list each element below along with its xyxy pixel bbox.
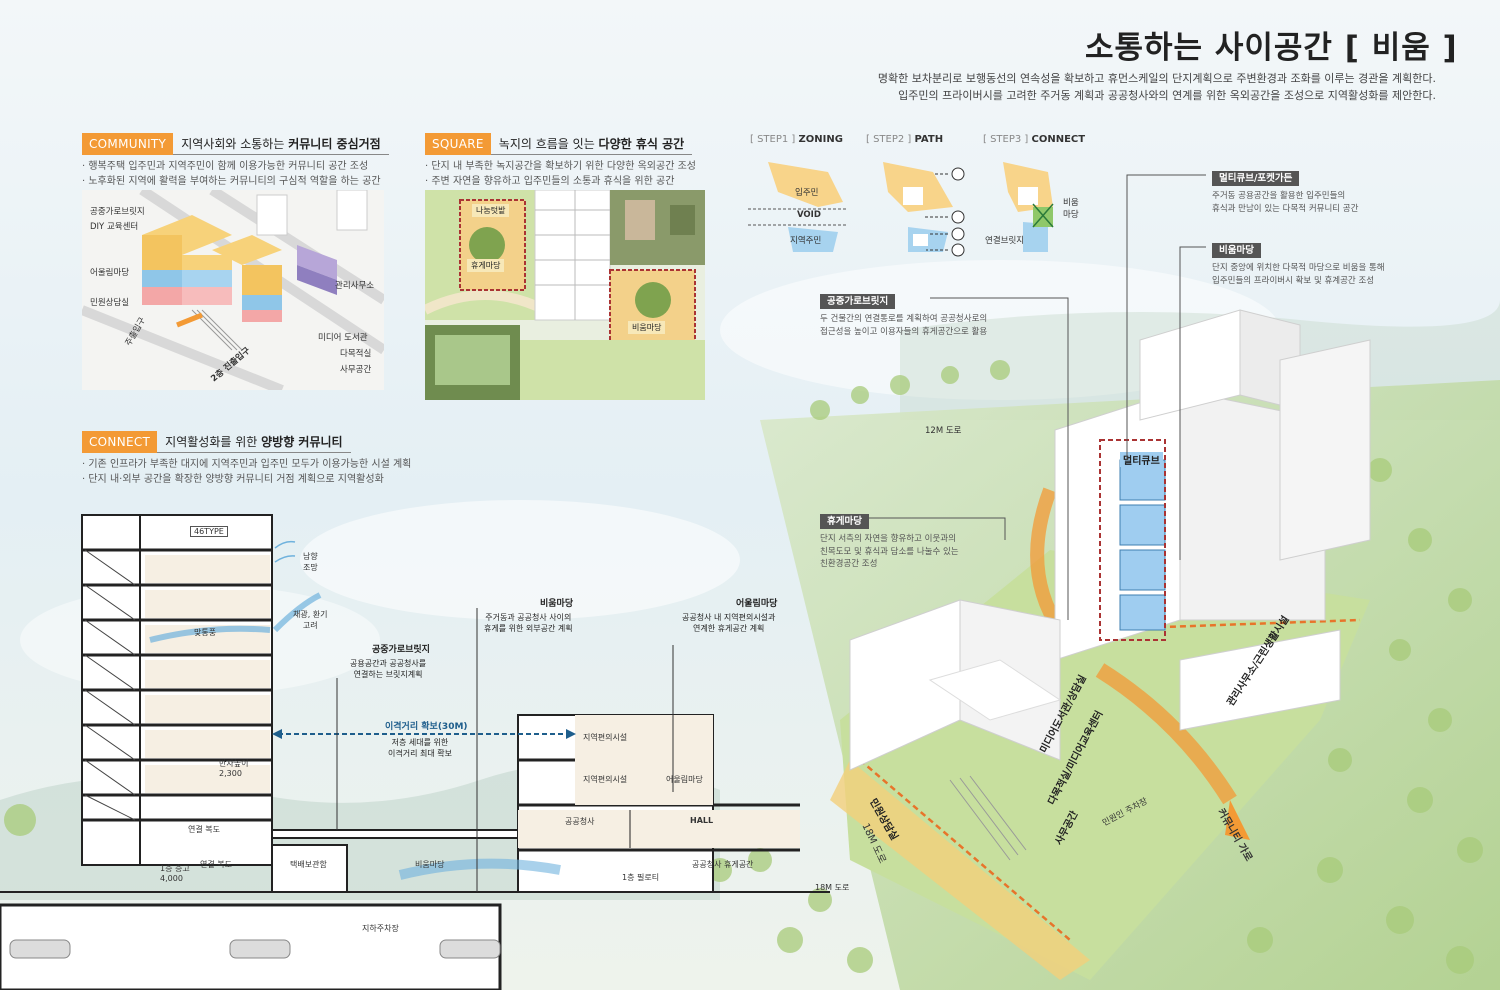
cross-vent-label: 맞통풍 [194, 628, 217, 637]
callout-bridge-head: 공중가로브릿지 [820, 294, 896, 309]
section-eoulim-head: 어울림마당 [736, 599, 778, 609]
label-minwon: 민원상담실 [90, 298, 130, 308]
callout-bium-head: 비움마당 [1212, 243, 1261, 258]
step-label-bridge: 연결브릿지 [985, 236, 1025, 246]
connect-panel: CONNECT 지역활성화를 위한 양방향 커뮤니티 기존 인프라가 부족한 대… [82, 431, 411, 487]
community-bullets: 행복주택 입주민과 지역주민이 함께 이용가능한 커뮤니티 공간 조성 노후화된… [82, 159, 389, 189]
label-garden: 나눔텃밭 [472, 204, 510, 217]
multicube-tag: 멀티큐브 [1120, 452, 1163, 467]
section-drawing [0, 514, 830, 990]
community-header: COMMUNITY 지역사회와 소통하는 커뮤니티 중심거점 [82, 133, 389, 155]
connect-bullet: 단지 내·외부 공간을 확장한 양방향 커뮤니티 거점 계획으로 지역활성화 [82, 472, 411, 487]
corridor-label: 연결 복도 [188, 825, 220, 834]
community-heading-bold: 커뮤니티 중심거점 [288, 137, 381, 151]
connect-header: CONNECT 지역활성화를 위한 양방향 커뮤니티 [82, 431, 411, 453]
community-tag: COMMUNITY [82, 133, 174, 155]
public-rest-label: 공공청사 휴게공간 [692, 860, 754, 869]
label-damok: 다목적실 [340, 349, 372, 359]
community-bullet: 노후화된 지역에 활력을 부여하는 커뮤니티의 구심적 역할을 하는 공간 [82, 174, 389, 189]
local-facility-2: 지역편의시설 [583, 775, 628, 784]
square-bullets: 단지 내 부족한 녹지공간을 확보하기 위한 다양한 옥외공간 조성 주변 자연… [425, 159, 696, 189]
step-1: [ STEP1 ] ZONING [750, 134, 843, 145]
callout-bium: 비움마당 단지 중앙에 위치한 다목적 마당으로 비움을 통해 입주민들의 프라… [1212, 238, 1385, 287]
callout-bium-body: 단지 중앙에 위치한 다목적 마당으로 비움을 통해 입주민들의 프라이버시 확… [1212, 263, 1385, 286]
label-gwanri: 관리사무소 [335, 281, 375, 291]
local-facility-1: 지역편의시설 [583, 733, 628, 742]
subtitle-line-1: 명확한 보차분리로 보행동선의 연속성을 확보하고 휴먼스케일의 단지계획으로 … [877, 72, 1436, 85]
page-subtitle: 명확한 보차분리로 보행동선의 연속성을 확보하고 휴먼스케일의 단지계획으로 … [878, 70, 1436, 104]
distance-sublabel: 저층 세대를 위한 이격거리 최대 확보 [388, 738, 452, 758]
section-bridge-body: 공용공간과 공공청사를 연결하는 브릿지계획 [350, 659, 427, 679]
step-3: [ STEP3 ] CONNECT [983, 134, 1086, 145]
square-heading: 녹지의 흐름을 잇는 [498, 137, 599, 151]
community-heading: 지역사회와 소통하는 [181, 137, 289, 151]
step-label-resident: 입주민 [795, 188, 819, 198]
parking-label: 지하주차장 [362, 924, 399, 933]
callout-multicube-body: 주거동 공용공간을 활용한 입주민들의 휴식과 만남이 있는 다목적 커뮤니티 … [1212, 191, 1359, 214]
label-media: 미디어 도서관 [318, 333, 368, 343]
square-bullet: 단지 내 부족한 녹지공간을 확보하기 위한 다양한 옥외공간 조성 [425, 159, 696, 174]
step-2: [ STEP2 ] PATH [866, 134, 944, 145]
square-plan [425, 190, 705, 400]
community-diagram [82, 190, 384, 390]
section-bium-head: 비움마당 [540, 599, 574, 609]
callout-multicube-head: 멀티큐브/포켓가든 [1212, 171, 1300, 186]
step-label-local: 지역주민 [790, 236, 822, 246]
callout-rest: 휴게마당 단지 서측의 자연을 향유하고 이웃과의 친목도모 및 휴식과 담소를… [820, 509, 959, 571]
section-bridge-head: 공중가로브릿지 [372, 645, 430, 655]
square-panel: SQUARE 녹지의 흐름을 잇는 다양한 휴식 공간 단지 내 부족한 녹지공… [425, 133, 696, 189]
connect-tag: CONNECT [82, 431, 158, 453]
hall-room: HALL [690, 816, 714, 825]
south-view-label: 남향 조망 [303, 552, 318, 572]
step-label-bium: 비움 마당 [1063, 198, 1079, 220]
road-18m-section: 18M 도로 [815, 883, 850, 892]
community-bullet: 행복주택 입주민과 지역주민이 함께 이용가능한 커뮤니티 공간 조성 [82, 159, 389, 174]
connect-bullet: 기존 인프라가 부족한 대지에 지역주민과 입주민 모두가 이용가능한 시설 계… [82, 457, 411, 472]
label-office: 사무공간 [340, 365, 372, 375]
community-panel: COMMUNITY 지역사회와 소통하는 커뮤니티 중심거점 행복주택 입주민과… [82, 133, 389, 189]
callout-rest-head: 휴게마당 [820, 514, 869, 529]
page-title: 소통하는 사이공간 [ 비움 ] [1085, 30, 1458, 66]
connect-heading-bold: 양방향 커뮤니티 [261, 435, 343, 449]
type-46-label: 46TYPE [190, 526, 228, 537]
connect-heading: 지역활성화를 위한 [165, 435, 262, 449]
step-label-void: VOID [797, 210, 821, 220]
parcel-label: 택배보관함 [290, 860, 327, 869]
distance-label: 이격거리 확보(30M) [385, 722, 468, 732]
ceiling-height-label: 반자높이 2,300 [219, 759, 249, 778]
connect-bullets: 기존 인프라가 부족한 대지에 지역주민과 입주민 모두가 이용가능한 시설 계… [82, 457, 411, 487]
callout-rest-body: 단지 서측의 자연을 향유하고 이웃과의 친목도모 및 휴식과 담소를 나눌수 … [820, 534, 959, 569]
subtitle-line-2: 입주민의 프라이버시를 고려한 주거동 계획과 공공청사와의 연계를 위한 옥외… [898, 89, 1436, 102]
square-bullet: 주변 자연을 향유하고 입주민들의 소통과 휴식을 위한 공간 [425, 174, 696, 189]
eoulim-room: 어울림마당 [666, 775, 703, 784]
step-diagrams [748, 162, 1054, 257]
square-heading-bold: 다양한 휴식 공간 [598, 137, 685, 151]
square-header: SQUARE 녹지의 흐름을 잇는 다양한 휴식 공간 [425, 133, 696, 155]
square-tag: SQUARE [425, 133, 491, 155]
public-office-room: 공공청사 [565, 817, 595, 826]
label-bridge: 공중가로브릿지 [90, 207, 145, 217]
label-eoulim: 어울림마당 [90, 268, 130, 278]
corridor-label-2: 연결 복도 [200, 860, 232, 869]
bium-floor-label: 비움마당 [415, 860, 445, 869]
callout-multicube: 멀티큐브/포켓가든 주거동 공용공간을 활용한 입주민들의 휴식과 만남이 있는… [1212, 166, 1358, 215]
light-label: 채광, 환기 고려 [293, 610, 328, 630]
label-rest-yard: 휴게마당 [467, 259, 505, 272]
label-diy: DIY 교육센터 [90, 222, 139, 232]
callout-bridge-body: 두 건물간의 연결통로를 계획하여 공공청사로의 접근성을 높이고 이용자들의 … [820, 314, 988, 337]
section-bium-body: 주거동과 공공청사 사이의 휴게를 위한 외부공간 계획 [484, 613, 573, 633]
floor1-height-label: 1층 층고 4,000 [160, 864, 190, 883]
aerial-view [830, 309, 1371, 980]
road-12m-label: 12M 도로 [925, 426, 962, 436]
pilotis-label: 1층 필로티 [622, 873, 660, 882]
callout-bridge: 공중가로브릿지 두 건물간의 연결통로를 계획하여 공공청사로의 접근성을 높이… [820, 289, 987, 338]
label-bium-yard: 비움마당 [628, 321, 666, 334]
section-eoulim-body: 공공청사 내 지역편의시설과 연계한 휴게공간 계획 [682, 613, 776, 633]
